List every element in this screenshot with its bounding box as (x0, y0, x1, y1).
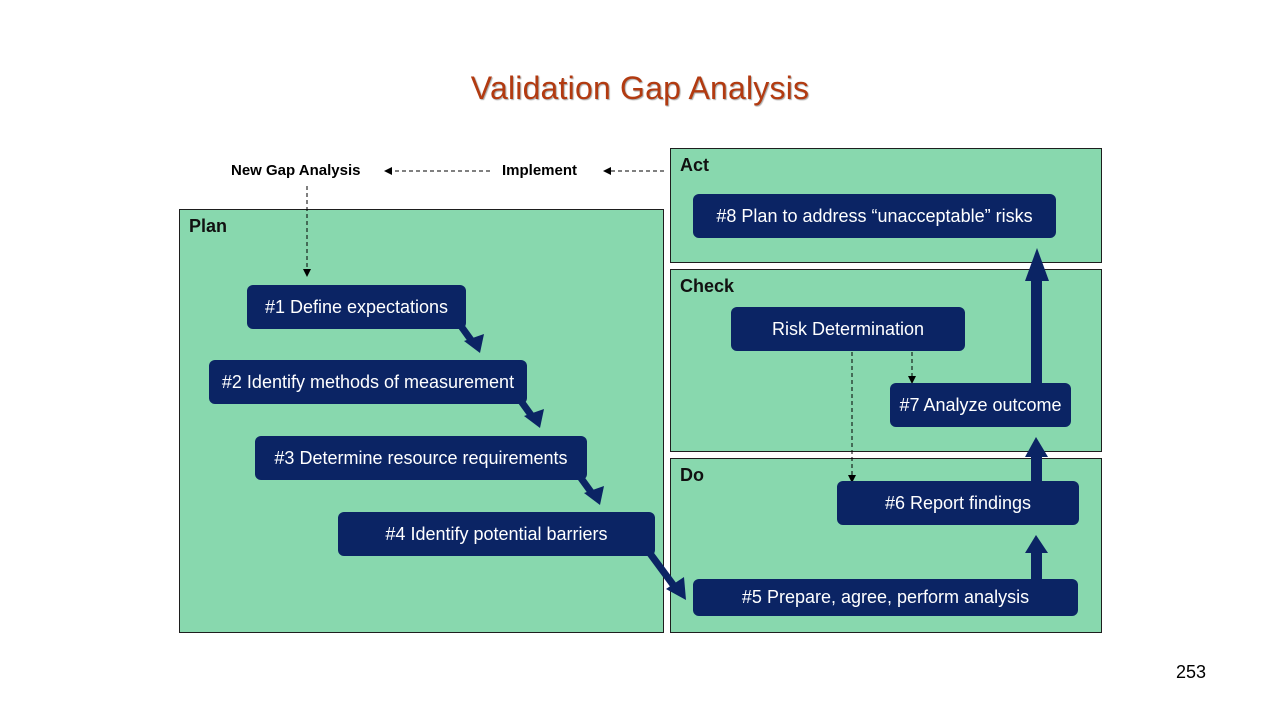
risk-determination-box: Risk Determination (731, 307, 965, 351)
act-panel-label: Act (680, 155, 710, 175)
check-panel-label: Check (680, 276, 735, 296)
step-5-box: #5 Prepare, agree, perform analysis (693, 579, 1078, 616)
step-1-box: #1 Define expectations (247, 285, 466, 329)
step-8-box: #8 Plan to address “unacceptable” risks (693, 194, 1056, 238)
plan-panel-label: Plan (189, 216, 228, 236)
step-7-box: #7 Analyze outcome (890, 383, 1071, 427)
plan-panel: Plan (179, 209, 664, 633)
step6-to-step7-arrow (1025, 437, 1048, 482)
step-2-box: #2 Identify methods of measurement (209, 360, 527, 404)
step5-to-step6-arrow (1025, 535, 1048, 580)
step7-to-step8-arrow (1025, 248, 1049, 384)
step4-to-step5-arrow (643, 545, 686, 600)
implement-label: Implement (502, 162, 578, 179)
page-title: Validation Gap Analysis (470, 70, 810, 106)
step-4-box: #4 Identify potential barriers (338, 512, 655, 556)
step-6-box: #6 Report findings (837, 481, 1079, 525)
page-number: 253 (1175, 662, 1206, 682)
do-panel-label: Do (680, 465, 704, 485)
step-3-box: #3 Determine resource requirements (255, 436, 587, 480)
new-gap-analysis-label: New Gap Analysis (231, 162, 361, 179)
